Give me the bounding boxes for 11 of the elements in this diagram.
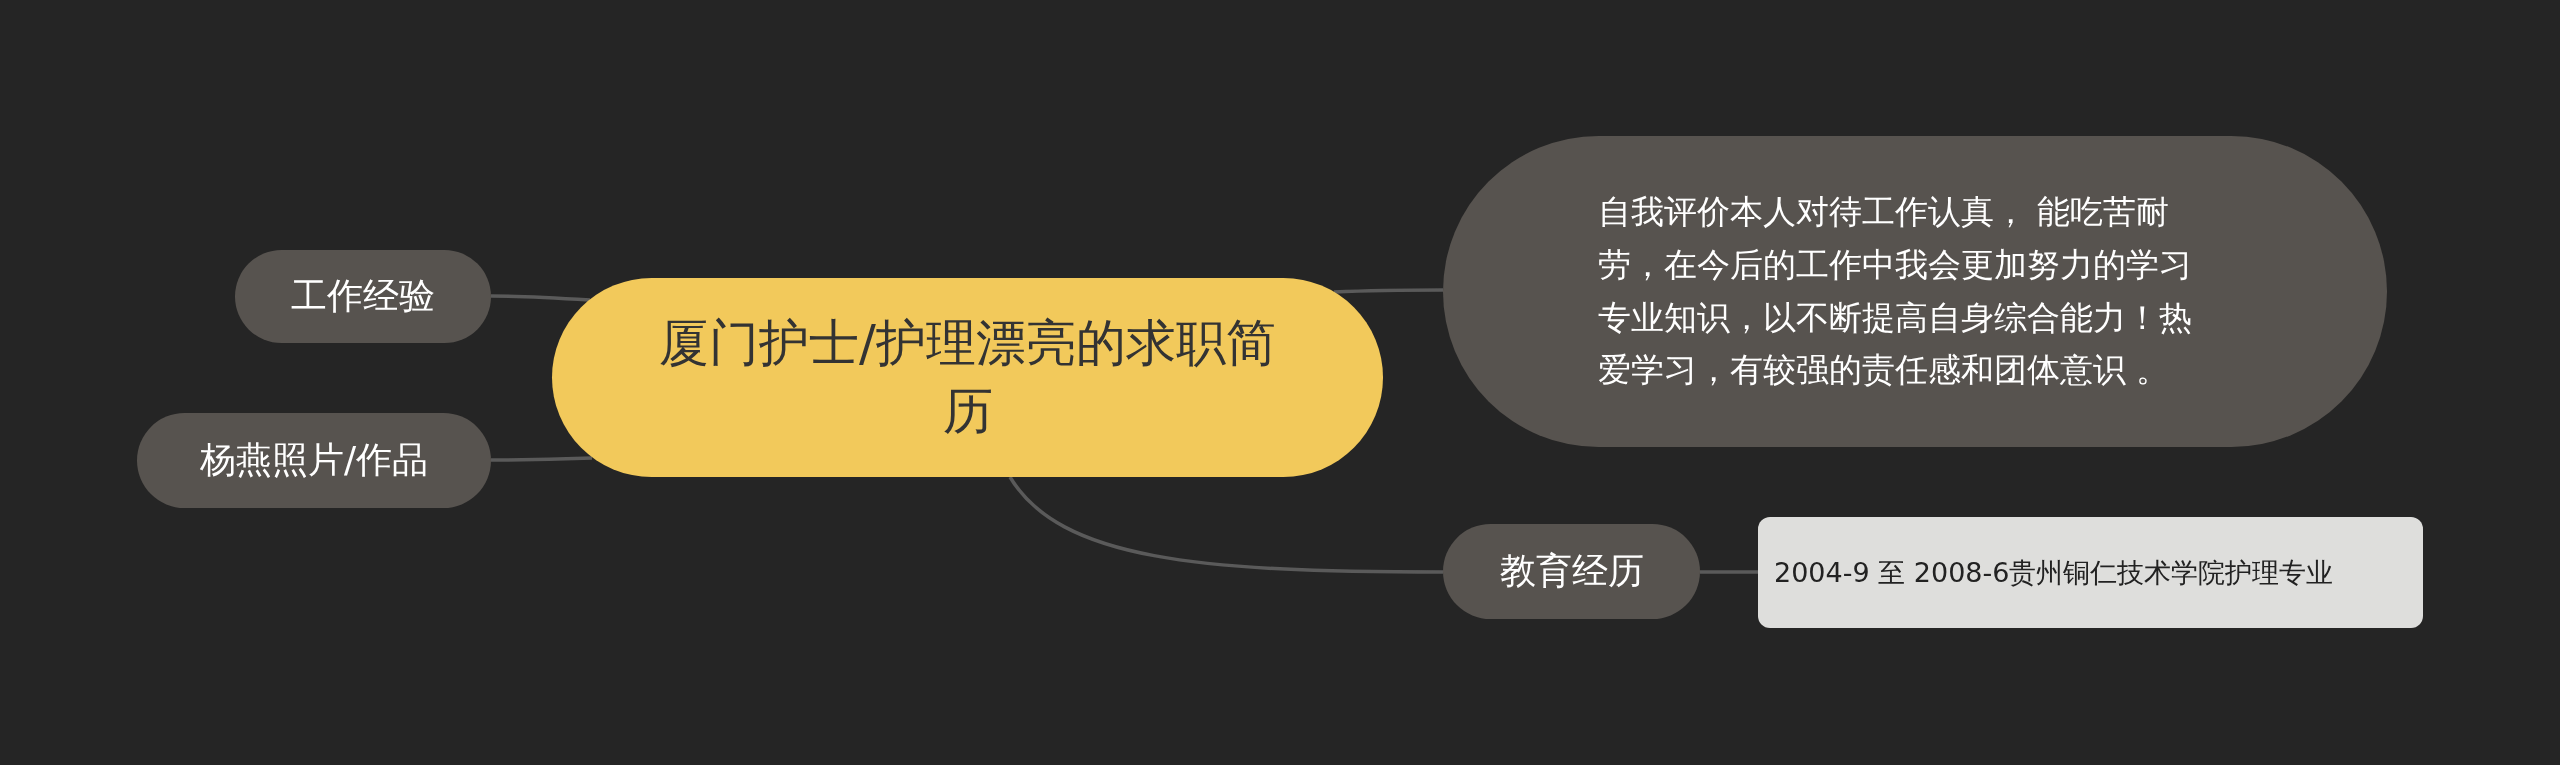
connector-line — [491, 456, 593, 462]
central-topic-pill: 厦门护士/护理漂亮的求职简历 — [552, 278, 1383, 477]
topic-pill: 教育经历 — [1443, 524, 1700, 619]
note-box: 2004-9 至 2008-6贵州铜仁技术学院护理专业 — [1758, 517, 2423, 628]
topic-pill: 杨燕照片/作品 — [137, 413, 491, 508]
text-bubble: 自我评价本人对待工作认真， 能吃苦耐劳，在今后的工作中我会更加努力的学习专业知识，以不断提高自身综合能力！热爱学习，有较强的责任感和团体意识 。 — [1443, 136, 2387, 447]
connector-line — [1700, 570, 1758, 574]
connector-line — [1008, 475, 1443, 574]
connector-line — [1333, 288, 1443, 294]
topic-pill: 工作经验 — [235, 250, 491, 343]
connector-line — [491, 294, 591, 302]
